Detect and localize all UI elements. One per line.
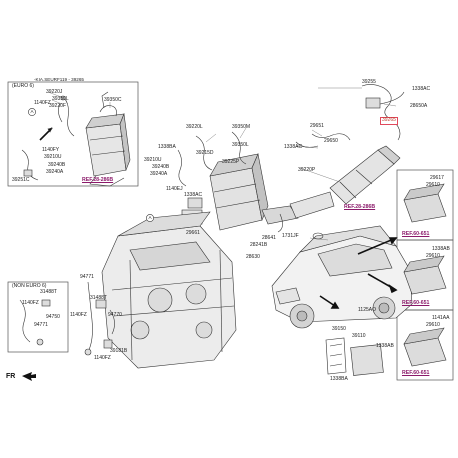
part-label: 1338AC: [284, 144, 303, 150]
part-label: 39255: [362, 79, 376, 85]
reference-link[interactable]: REF.60-651: [402, 370, 430, 376]
part-label: 94771: [80, 274, 94, 280]
part-label: 1140FY: [42, 147, 60, 153]
part-label: 39251C: [12, 177, 30, 183]
vehicle: [271, 225, 413, 329]
part-label: 39350C: [104, 97, 122, 103]
euro6-box: [7, 81, 139, 187]
reference-link[interactable]: REF.60-651: [402, 231, 430, 237]
part-label: 1338BA: [158, 144, 176, 150]
part-label: 94771: [34, 322, 48, 328]
sensor-wiring: [295, 84, 405, 148]
part-label: 1140FZ: [94, 355, 111, 361]
part-label: 29651: [310, 123, 324, 129]
part-label: 39110: [352, 333, 366, 339]
non-euro6-box: [7, 281, 69, 353]
part-label: 39240B: [48, 162, 66, 168]
o-ring: [312, 232, 324, 240]
left-sensors: [84, 281, 115, 356]
part-label: 29617: [430, 175, 444, 181]
part-label: 39240A: [150, 171, 168, 177]
part-label: 1140FZ: [22, 300, 39, 306]
callout-a-inset: A: [30, 108, 34, 114]
part-label: 1338AB: [432, 246, 450, 252]
part-label: 1338BA: [330, 376, 348, 382]
euro6-hoses: [21, 95, 75, 181]
reference-link[interactable]: REF.28-286B: [82, 177, 114, 183]
part-label: 29610: [426, 322, 440, 328]
part-label: 39181B: [110, 348, 128, 354]
part-label: 39350L: [232, 142, 249, 148]
callout-a-inset-circle: [28, 108, 36, 116]
part-label: 39240A: [46, 169, 64, 175]
part-label: 39350M: [232, 124, 251, 130]
pointer-arrows: [319, 237, 398, 309]
callout-a-main-circle: [146, 214, 154, 222]
part-label: 94750: [46, 314, 60, 320]
part-label: 29661: [186, 230, 200, 236]
engine-ecu: [325, 337, 384, 376]
part-label: 39220L: [186, 124, 203, 130]
fr-arrow: [22, 372, 36, 381]
part-label: 39225P: [222, 159, 240, 165]
part-label: 1731JF: [282, 233, 299, 239]
euro6-catalyst: [85, 91, 131, 187]
engine-block: [101, 211, 237, 369]
part-label: 39150: [332, 326, 346, 332]
part-label: 28650A: [410, 103, 428, 109]
part-label: 1338AB: [376, 343, 394, 349]
part-label: 29610: [426, 182, 440, 188]
part-label: 29610: [426, 253, 440, 259]
part-label: 1141AA: [432, 315, 450, 321]
part-label: 29650: [324, 138, 338, 144]
non-euro6-box-title: (NON EURO 6): [12, 283, 47, 289]
part-label: 28241B: [250, 242, 268, 248]
part-label: 39220P: [298, 167, 316, 173]
main-catalyst: [209, 152, 299, 231]
part-label: 1140FZ: [70, 312, 87, 318]
part-label: 39210U: [144, 157, 162, 163]
non-euro6-sensors: [19, 299, 51, 346]
part-label: 1338AC: [412, 86, 431, 92]
part-label: 39350L: [52, 96, 69, 102]
euro6-box-title: (EURO 6): [12, 83, 34, 89]
reference-link[interactable]: REF.60-651: [402, 300, 430, 306]
part-label: 31488T: [40, 289, 57, 295]
part-label: 39220F: [49, 103, 66, 109]
part-label: 28630: [246, 254, 260, 260]
ecu-units: [403, 183, 447, 367]
reference-link[interactable]: REF.28-286B: [344, 204, 376, 210]
front-direction-label: FR: [6, 373, 16, 380]
leader-lines: [47, 87, 397, 241]
ecu-box-3: [396, 309, 454, 381]
part-label: 1140EJ: [166, 186, 183, 192]
part-label: 39210U: [44, 154, 62, 160]
part-label: 31488T: [90, 295, 107, 301]
exhaust-pipe: [277, 145, 401, 233]
part-label: 39215D: [196, 150, 214, 156]
part-label: 39220J: [46, 89, 63, 95]
part-label: 1338AC: [184, 192, 203, 198]
highlighted-part-label: 39265: [380, 117, 398, 125]
part-label: 39240B: [152, 164, 170, 170]
euro6-box-subtitle: -KIA.SEURF119 - 39265: [34, 77, 84, 82]
part-label: 28641: [262, 235, 276, 241]
part-label: 1125AO: [358, 307, 376, 313]
part-label: 94770: [108, 312, 122, 318]
part-label: 1140FZ: [34, 100, 51, 106]
callout-a-main: A: [148, 214, 152, 220]
